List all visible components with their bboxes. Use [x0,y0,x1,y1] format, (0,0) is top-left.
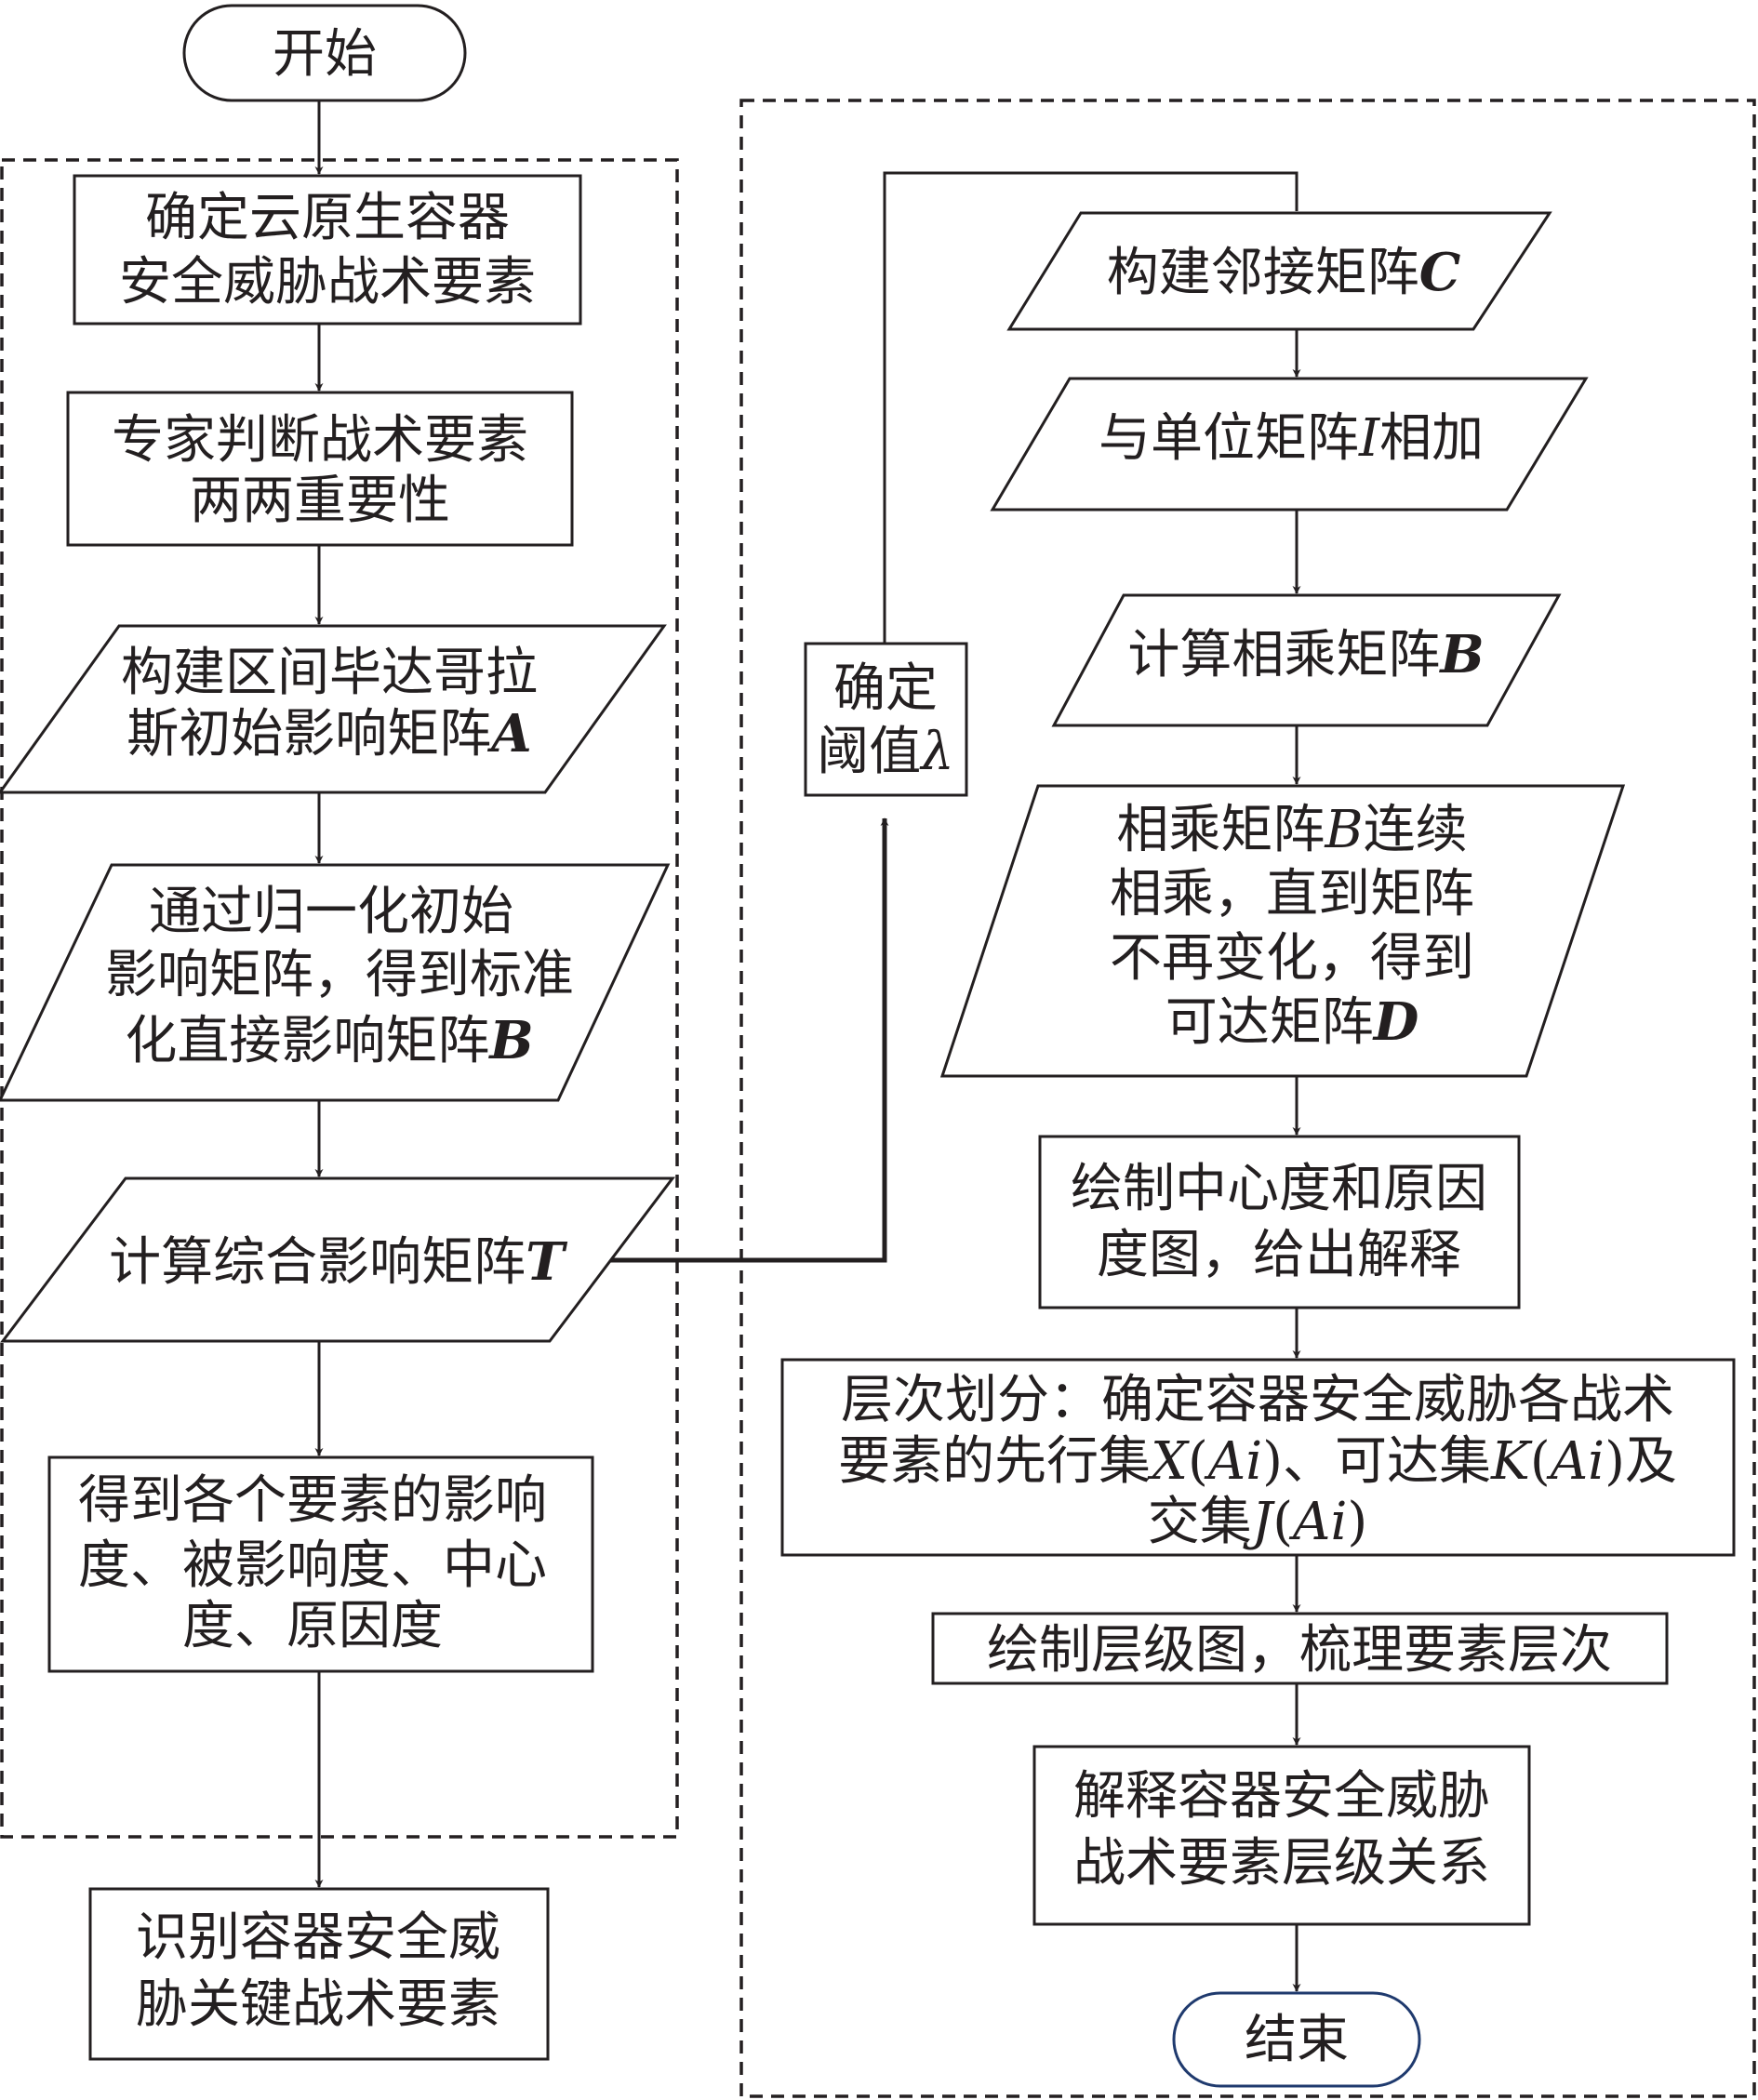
right-step6-line2-b: )、可达集 [1262,1431,1491,1492]
right-step6-paren-1: ( [1188,1431,1208,1492]
left-step1-line1: 确定云原生容器 [145,188,510,248]
matrix-t-symbol: T [526,1231,568,1293]
right-step6-paren-3: ( [1272,1492,1293,1552]
left-step6-line3: 度、原因度 [182,1596,443,1656]
right-step2-node: 与单位矩阵I相加 [990,377,1589,512]
right-step5-node: 绘制中心度和原因 度图，给出解释 [1038,1135,1521,1309]
left-step1-node: 确定云原生容器 安全威胁战术要素 [73,174,582,326]
right-step2-text-b: 相加 [1379,408,1484,469]
left-step7-node: 识别容器安全威 胁关键战术要素 [88,1887,550,2061]
left-step2-line2: 两两重要性 [190,471,450,531]
right-matrix-b-symbol: B [1438,624,1484,685]
right-step1-text: 构建邻接矩阵 [1107,243,1419,303]
right-step4-node: 相乘矩阵B连续 相乘，直到矩阵 不再变化，得到 可达矩阵D [939,784,1626,1078]
right-step4-b-symbol: B [1324,800,1363,860]
right-step8-line1: 解释容器安全威胁 [1073,1766,1490,1827]
set-x-symbol: X [1147,1431,1190,1492]
right-step6-line2: 要素的先行集X(Ai)、可达集K(Ai)及 [838,1431,1677,1492]
left-step4-line1: 通过归一化初始 [149,882,513,942]
left-step2-line1: 专家判断战术要素 [112,410,528,471]
right-step2-label: 与单位矩阵I相加 [1099,408,1484,469]
matrix-b-symbol: B [487,1010,533,1071]
right-step8-line2: 战术要素层级关系 [1073,1833,1490,1894]
ai-symbol-3: Ai [1288,1492,1347,1552]
lambda-symbol: λ [919,722,954,782]
matrix-c-symbol: C [1419,242,1461,303]
left-step5-node: 计算综合影响矩阵T [0,1176,676,1343]
right-step1-node: 构建邻接矩阵C [1006,211,1552,331]
left-step3-line1: 构建区间毕达哥拉 [121,643,538,703]
right-step8-node: 解释容器安全威胁 战术要素层级关系 [1032,1745,1531,1926]
right-step6-node: 层次划分：确定容器安全威胁各战术 要素的先行集X(Ai)、可达集K(Ai)及 交… [780,1358,1736,1557]
left-step3-node: 构建区间毕达哥拉 斯初始影响矩阵A [0,624,667,794]
arrow-step5-to-threshold [600,817,889,1263]
ai-symbol-1: Ai [1204,1431,1262,1492]
right-step1-label: 构建邻接矩阵C [1107,242,1461,303]
left-step7-line2: 胁关键战术要素 [136,1974,500,2035]
right-step6-line3-b: ) [1347,1492,1367,1552]
right-step3-label: 计算相乘矩阵B [1127,624,1484,685]
right-step6-paren-2: ( [1530,1431,1551,1492]
right-step6-line2-a: 要素的先行集 [838,1431,1151,1492]
end-label: 结束 [1245,2010,1349,2070]
left-step7-line1: 识别容器安全威 [136,1907,500,1968]
threshold-line2: 阈值λ [817,722,954,782]
right-step6-line1: 层次划分：确定容器安全威胁各战术 [841,1370,1674,1430]
left-step1-line2: 安全威胁战术要素 [119,252,536,312]
matrix-d-symbol: D [1372,991,1419,1053]
identity-matrix-symbol: I [1358,408,1381,469]
right-step4-line3: 不再变化，得到 [1110,928,1474,989]
right-step4-line4-text: 可达矩阵 [1165,992,1374,1053]
ism-group-frame [739,99,1756,2098]
right-step3-text: 计算相乘矩阵 [1127,625,1440,685]
left-step6-line2: 度、被影响度、中心 [78,1535,547,1596]
left-step4-line3-text: 化直接影响矩阵 [125,1011,489,1071]
right-step7-node: 绘制层级图，梳理要素层次 [931,1612,1669,1685]
end-node: 结束 [1172,1991,1421,2088]
right-step6-line2-c: )及 [1605,1431,1677,1492]
left-step4-node: 通过归一化初始 影响矩阵，得到标准 化直接影响矩阵B [0,863,671,1102]
loop-threshold-to-right-step1 [883,171,1299,644]
left-step4-line3: 化直接影响矩阵B [125,1010,533,1071]
left-step5-text: 计算综合影响矩阵 [109,1232,526,1293]
right-step4-line4: 可达矩阵D [1165,991,1419,1053]
threshold-line2-text: 阈值 [817,722,921,782]
left-step4-line2: 影响矩阵，得到标准 [105,945,574,1005]
right-step2-text-a: 与单位矩阵 [1099,408,1359,469]
right-step4-line2: 相乘，直到矩阵 [1110,864,1474,924]
left-step3-line2-text: 斯初始影响矩阵 [127,704,491,764]
right-step6-line3-a: 交集 [1148,1492,1252,1552]
start-node: 开始 [182,4,467,102]
right-step5-line2: 度图，给出解释 [1097,1225,1461,1285]
right-step7-label: 绘制层级图，梳理要素层次 [987,1620,1612,1681]
left-step6-node: 得到各个要素的影响 度、被影响度、中心 度、原因度 [47,1455,594,1673]
left-step6-line1: 得到各个要素的影响 [78,1470,547,1531]
right-step6-line3: 交集J(Ai) [1148,1492,1368,1552]
set-k-symbol: K [1490,1431,1533,1492]
right-step5-line1: 绘制中心度和原因 [1071,1159,1487,1219]
ai-symbol-2: Ai [1546,1431,1605,1492]
threshold-node: 确定 阈值λ [804,642,968,797]
matrix-a-symbol: A [486,703,531,764]
right-step3-node: 计算相乘矩阵B [1051,593,1562,727]
right-step4-line1: 相乘矩阵B连续 [1116,800,1467,860]
left-step2-node: 专家判断战术要素 两两重要性 [66,391,574,547]
start-label: 开始 [273,24,377,85]
threshold-line1: 确定 [833,658,938,719]
left-step3-line2: 斯初始影响矩阵A [127,703,531,764]
right-step4-line1-b: 连续 [1364,800,1468,860]
right-step4-line1-a: 相乘矩阵 [1116,800,1325,860]
left-step5-label: 计算综合影响矩阵T [109,1231,568,1293]
